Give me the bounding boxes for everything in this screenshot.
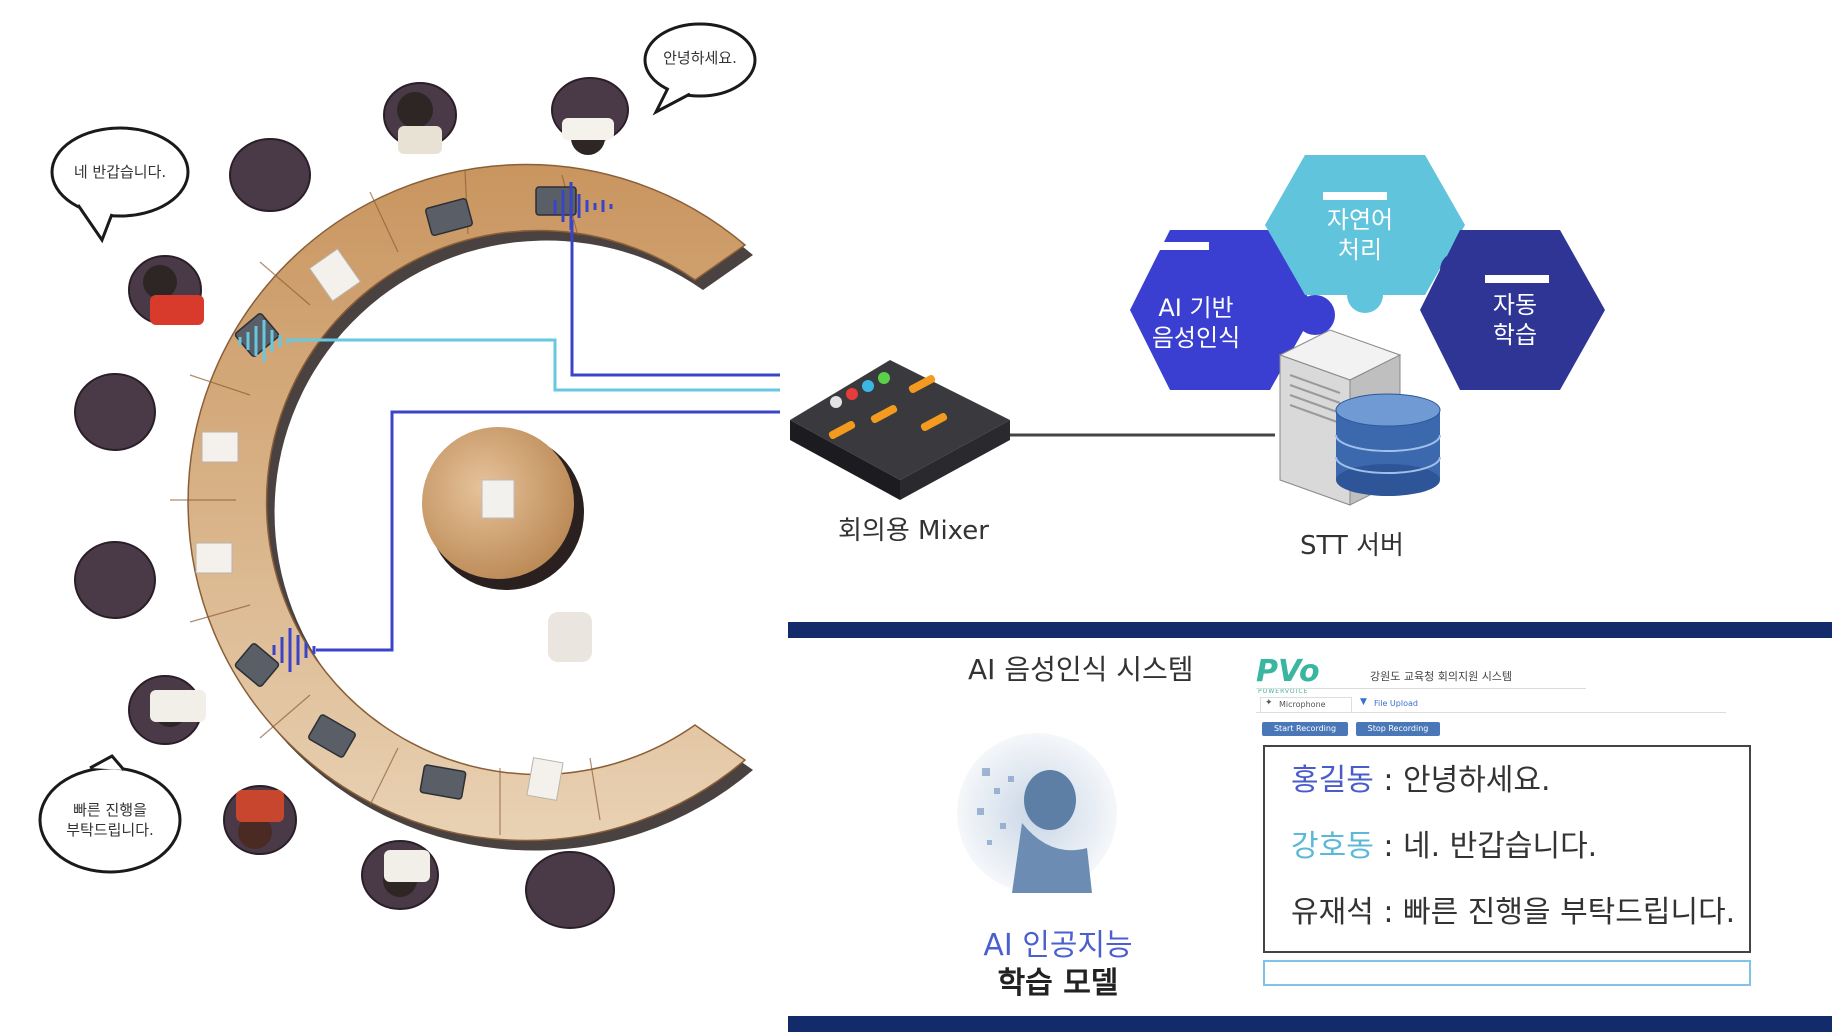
hex-top [1265,155,1465,295]
model-line1: AI 인공지능 [983,928,1133,963]
model-line2: 학습 모델 [997,966,1119,1001]
table-papers [195,248,564,801]
utterance-text: 빠른 진행을 부탁드립니다. [1403,895,1736,930]
tab-bar: ✦ Microphone ▼ File Upload [1256,696,1726,713]
speech-bubbles [38,22,757,874]
transcript-line: 홍길동 : 안녕하세요. [1291,755,1735,799]
microphone-icon: ✦ [1265,698,1273,708]
transcript-line: 유재석 : 빠른 진행을 부탁드립니다. [1291,887,1735,931]
bubble-nice-to-meet: 네 반갑습니다. [73,163,167,181]
ai-head-image [957,733,1117,893]
start-recording-button[interactable]: Start Recording [1262,722,1348,736]
stop-recording-button[interactable]: Stop Recording [1356,722,1440,736]
hex-right-text: 자동 학습 [1492,291,1538,349]
pvo-logo-sub: POWERVOICE [1258,688,1309,695]
line-top-mic [570,220,780,377]
mixer-label: 회의용 Mixer [838,516,989,546]
people [143,92,614,897]
table-segments [170,169,601,835]
transcript-box: 홍길동 : 안녕하세요. 강호동 : 네. 반갑습니다. 유재석 : 빠른 진행… [1263,745,1751,953]
speaker-separator: : [1373,829,1403,864]
utterance-text: 네. 반갑습니다. [1403,829,1598,864]
bubble-hello: 안녕하세요. [663,49,737,67]
mixer-icon [790,360,1010,500]
puzzle-hexagons [1130,155,1605,390]
stt-server-label: STT 서버 [1300,531,1404,561]
transcript-lines: 홍길동 : 안녕하세요. 강호동 : 네. 반갑습니다. 유재석 : 빠른 진행… [1291,755,1735,953]
pvo-logo: PVo [1256,654,1320,689]
hex-top-text: 자연어 처리 [1326,206,1394,264]
utterance-text: 안녕하세요. [1403,763,1551,798]
tab-microphone[interactable]: ✦ Microphone [1260,697,1352,712]
app-title: 강원도 교육청 회의지원 시스템 [1370,670,1513,683]
hex-left-text: AI 기반 음성인식 [1151,294,1241,352]
c-shaped-table [187,163,747,842]
line-left-mic [290,338,780,392]
tab-file-upload[interactable]: ▼ File Upload [1356,697,1446,711]
tab-microphone-label: Microphone [1279,700,1326,709]
round-table-paper [481,479,515,519]
bubble-fast-progress: 빠른 진행을 부탁드립니다. [66,801,154,839]
audio-wave-left [238,320,290,362]
stt-server-icon [1278,329,1441,506]
panel-bottom-bar [788,1016,1832,1032]
upload-icon: ▼ [1360,697,1367,707]
system-title: AI 음성인식 시스템 [968,653,1194,686]
mixer-server-line [1010,433,1275,437]
header-divider [1256,688,1586,689]
panel-top-bar [788,622,1832,638]
audio-wave-bottom [272,628,316,672]
transcript-line: 강호동 : 네. 반갑습니다. [1291,821,1735,865]
line-bottom-mic [316,410,780,652]
speaker-name: 홍길동 [1291,763,1374,798]
transcript-input[interactable] [1263,960,1751,986]
meeting-room-illustration [38,22,780,929]
speaker-name: 강호동 [1291,829,1374,864]
speaker-separator: : [1373,763,1403,798]
hex-left [1130,230,1315,390]
speaker-separator: : [1373,895,1403,930]
speaker-name: 유재석 [1291,895,1374,930]
tab-file-upload-label: File Upload [1374,699,1418,708]
